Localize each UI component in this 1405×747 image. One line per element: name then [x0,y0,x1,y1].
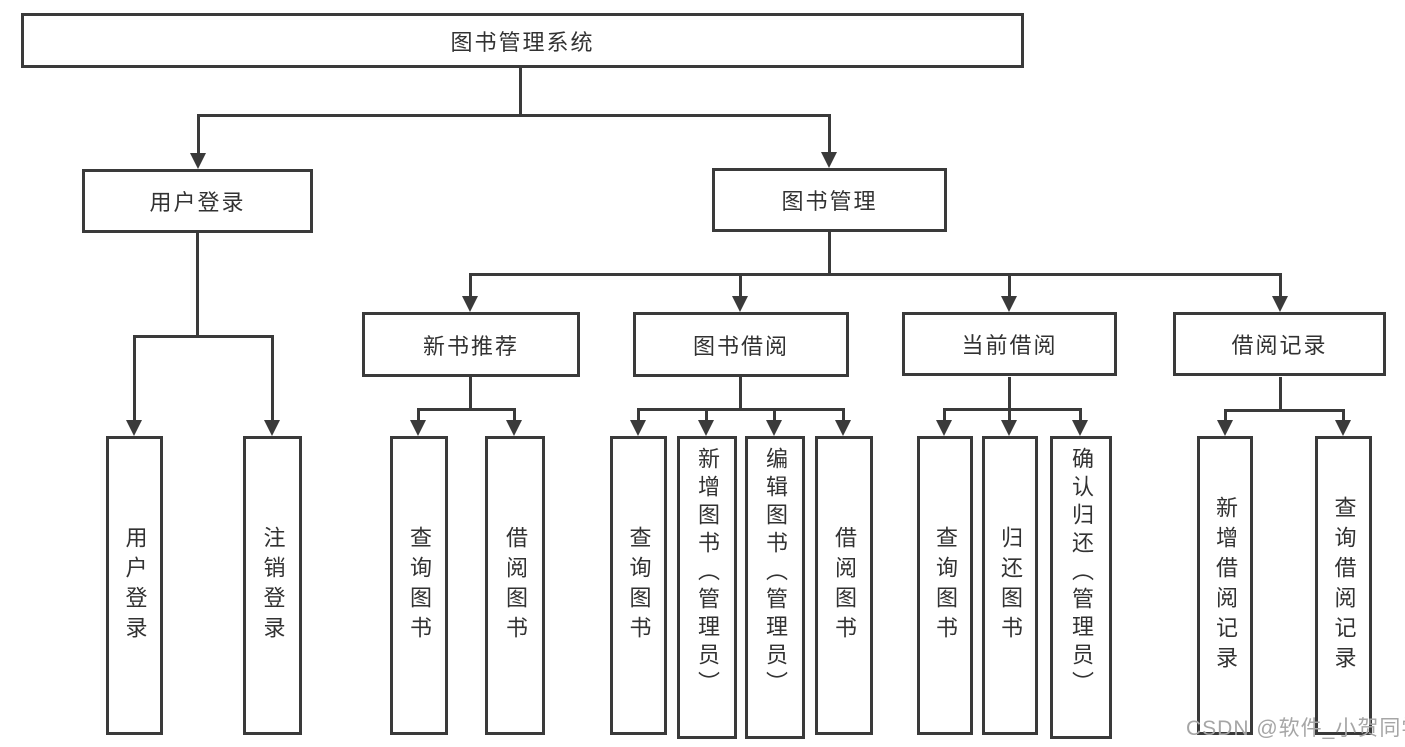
node-label: 图书管理系统 [450,29,595,55]
node-label: 查询借阅记录 [1331,495,1357,676]
connector-line [637,408,845,411]
node-new-book-recommend: 新书推荐 [362,312,580,377]
connector-line [417,408,516,411]
connector-line [739,377,742,408]
arrowhead-icon [835,420,851,436]
node-label: 借阅记录 [1231,333,1328,358]
arrowhead-icon [126,420,142,436]
leaf-borrow-books-recommend: 借阅图书 [485,436,545,735]
node-label: 查询图书 [407,525,432,646]
connector-line [1008,273,1011,298]
leaf-borrow-books: 借阅图书 [815,436,873,735]
connector-line [1079,408,1082,421]
node-book-management: 图书管理 [712,168,947,232]
leaf-add-borrow-record: 新增借阅记录 [1197,436,1253,735]
connector-line [133,335,274,338]
node-label: 确认归还（管理员） [1069,447,1094,699]
arrowhead-icon [1335,420,1351,436]
arrowhead-icon [506,420,522,436]
arrowhead-icon [1072,420,1088,436]
connector-line [1008,377,1011,408]
node-label: 图书管理 [781,189,878,214]
arrowhead-icon [190,153,206,169]
connector-line [828,232,831,273]
leaf-query-books-borrow: 查询图书 [610,436,667,735]
connector-line [133,335,136,421]
leaf-logout: 注销登录 [243,436,302,735]
node-label: 新书推荐 [422,333,519,359]
node-label: 新增图书（管理员） [695,447,720,699]
arrowhead-icon [698,420,714,436]
node-root-library-system: 图书管理系统 [21,13,1024,68]
connector-line [469,273,1282,276]
node-label: 借阅图书 [832,525,857,646]
connector-line [943,408,946,421]
node-borrowing-records: 借阅记录 [1173,312,1386,376]
arrowhead-icon [1001,296,1017,312]
node-label: 查询图书 [626,525,652,646]
arrowhead-icon [462,296,478,312]
node-label: 借阅图书 [503,525,528,646]
connector-line [1224,409,1345,412]
leaf-confirm-return-admin: 确认归还（管理员） [1050,436,1112,739]
arrowhead-icon [732,296,748,312]
leaf-query-borrow-record: 查询借阅记录 [1315,436,1372,735]
node-label: 图书借阅 [692,333,789,359]
connector-line [828,114,831,154]
arrowhead-icon [1272,296,1288,312]
connector-line [1224,409,1227,421]
node-label: 查询图书 [933,525,958,646]
connector-line [943,408,1082,411]
connector-line [1342,409,1345,421]
node-user-login: 用户登录 [82,169,313,233]
connector-line [513,408,516,421]
connector-line [519,68,522,114]
connector-line [1008,408,1011,421]
node-label: 当前借阅 [961,333,1058,358]
connector-line [469,273,472,298]
leaf-return-books: 归还图书 [982,436,1038,735]
leaf-query-books-recommend: 查询图书 [390,436,448,735]
connector-line [197,114,200,155]
connector-line [705,408,708,421]
node-label: 用户登录 [149,190,246,215]
connector-line [417,408,420,421]
connector-line [637,408,640,421]
leaf-user-login: 用户登录 [106,436,163,735]
arrowhead-icon [1217,420,1233,436]
connector-line [773,408,776,421]
connector-line [1279,273,1282,298]
connector-line [469,377,472,408]
connector-line [842,408,845,421]
connector-line [739,273,742,298]
node-label: 新增借阅记录 [1213,495,1238,676]
connector-line [197,114,831,117]
arrowhead-icon [410,420,426,436]
arrowhead-icon [264,420,280,436]
csdn-watermark: CSDN @软件_小贺同学 [1186,717,1405,740]
arrowhead-icon [936,420,952,436]
arrowhead-icon [1001,420,1017,436]
leaf-add-books-admin: 新增图书（管理员） [677,436,737,739]
leaf-edit-books-admin: 编辑图书（管理员） [745,436,805,739]
arrowhead-icon [821,152,837,168]
node-label: 注销登录 [260,525,286,646]
connector-line [196,233,199,335]
node-label: 归还图书 [998,525,1023,646]
connector-line [271,335,274,421]
leaf-query-books-current: 查询图书 [917,436,973,735]
connector-line [1279,377,1282,409]
arrowhead-icon [766,420,782,436]
node-book-borrowing: 图书借阅 [633,312,849,377]
node-label: 编辑图书（管理员） [763,447,788,699]
node-current-borrowing: 当前借阅 [902,312,1117,376]
arrowhead-icon [630,420,646,436]
node-label: 用户登录 [122,525,148,646]
